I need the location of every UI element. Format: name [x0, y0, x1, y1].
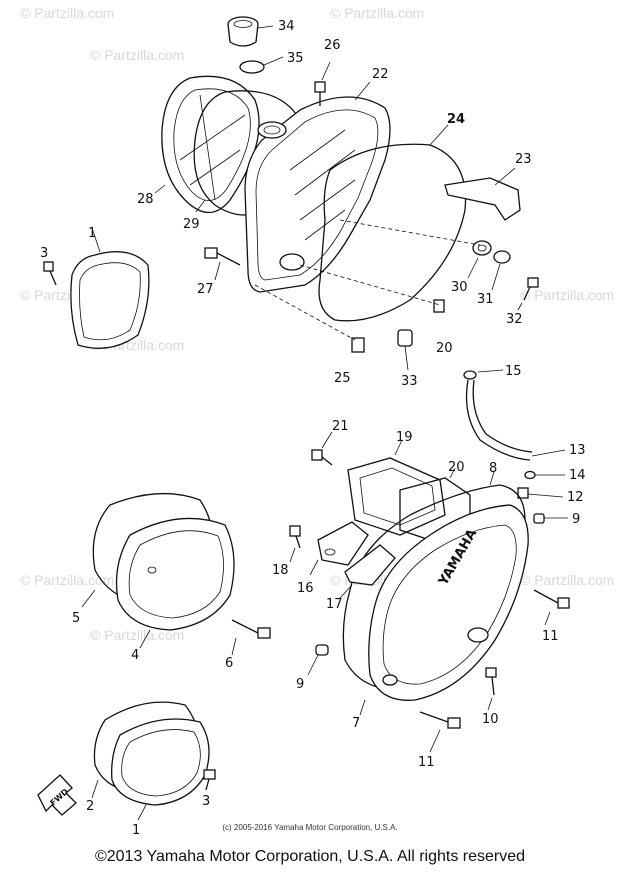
- o-ring-drawing: [239, 56, 284, 74]
- part-number: 5: [72, 611, 80, 626]
- part-number: 16: [297, 581, 314, 596]
- generator-cover-drawing: [115, 517, 235, 649]
- part-number: 9: [572, 512, 580, 527]
- part-number: 27: [197, 282, 214, 297]
- dowel-pin-drawing: [351, 299, 445, 371]
- watermark: © Partzilla.com: [520, 287, 614, 303]
- part-number: 23: [515, 152, 532, 167]
- part-number: 6: [225, 656, 233, 671]
- part-number: 31: [477, 292, 494, 307]
- clutch-cover-plate-drawing: [154, 75, 260, 214]
- bolt-drawing: [289, 525, 301, 563]
- part-number: 1: [132, 823, 140, 838]
- part-number: 3: [202, 794, 210, 809]
- watermark: © Partzilla.com: [90, 47, 184, 63]
- bolt-drawing: [485, 667, 497, 711]
- part-number: 10: [482, 712, 499, 727]
- part-number: 7: [352, 716, 360, 731]
- forward-arrow: FWD: [37, 774, 77, 816]
- part-number: 1: [88, 226, 96, 241]
- bolt-drawing: [204, 247, 241, 281]
- part-number: 11: [542, 629, 559, 644]
- alignment-lines: [254, 219, 481, 341]
- hose-drawing: [463, 369, 566, 461]
- crankcase-gasket-drawing: [318, 124, 467, 322]
- part-number: 15: [505, 364, 522, 379]
- part-number: 34: [278, 19, 295, 34]
- bolt-drawing: [311, 431, 333, 466]
- part-number: 25: [334, 371, 351, 386]
- fittings-drawing: [517, 470, 568, 524]
- part-number: 32: [506, 312, 523, 327]
- part-number: 17: [326, 597, 343, 612]
- oil-pump-housing-drawing: [347, 439, 446, 536]
- bolt-drawing: [533, 589, 570, 626]
- part-number-labels: 34 35 26 22 24 23 28 29 1 3 27 30 31 32 …: [40, 19, 586, 838]
- inner-copyright: (c) 2005-2016 Yamaha Motor Corporation, …: [222, 823, 398, 832]
- part-number: 12: [567, 490, 584, 505]
- watermark: © Partzilla.com: [520, 572, 614, 588]
- part-number: 4: [131, 648, 139, 663]
- part-number: 33: [401, 374, 418, 389]
- washer-seal-drawing: [467, 240, 539, 311]
- part-number: 35: [287, 51, 304, 66]
- crankcase-cover-drawing: [244, 81, 391, 293]
- part-number: 21: [332, 419, 349, 434]
- part-number: 3: [40, 246, 48, 261]
- footer-copyright: ©2013 Yamaha Motor Corporation, U.S.A. A…: [94, 848, 526, 865]
- lower-cover-drawing: [111, 718, 210, 821]
- plug-drawing: [307, 644, 329, 676]
- part-number: 19: [396, 430, 413, 445]
- part-number: 20: [436, 341, 453, 356]
- part-number: 8: [489, 461, 497, 476]
- watermark: © Partzilla.com: [20, 572, 114, 588]
- part-number: 22: [372, 67, 389, 82]
- watermark: © Partzilla.com: [330, 5, 424, 21]
- bolt-drawing: [419, 711, 461, 753]
- part-number: 29: [183, 217, 200, 232]
- bolt-drawing: [203, 769, 216, 791]
- part-number: 20: [448, 460, 465, 475]
- watermark: © Partzilla.com: [20, 5, 114, 21]
- part-number: 2: [86, 799, 94, 814]
- part-number: 28: [137, 192, 154, 207]
- part-number: 14: [569, 468, 586, 483]
- part-number: 9: [296, 677, 304, 692]
- part-number: 11: [418, 755, 435, 770]
- part-number: 24: [447, 112, 465, 127]
- starter-cover-drawing: [43, 227, 150, 349]
- part-number: 18: [272, 563, 289, 578]
- watermark: © Partzilla.com: [90, 627, 184, 643]
- bolt-drawing: [314, 61, 331, 106]
- part-number: 13: [569, 443, 586, 458]
- holder-plate-drawing: [309, 521, 396, 599]
- part-number: 30: [451, 280, 468, 295]
- bracket-drawing: [444, 167, 521, 221]
- oil-filler-cap-drawing: [227, 16, 274, 47]
- clutch-cover-drawing: YAMAHA: [359, 504, 529, 716]
- bolt-drawing: [231, 619, 271, 656]
- part-number: 26: [324, 38, 341, 53]
